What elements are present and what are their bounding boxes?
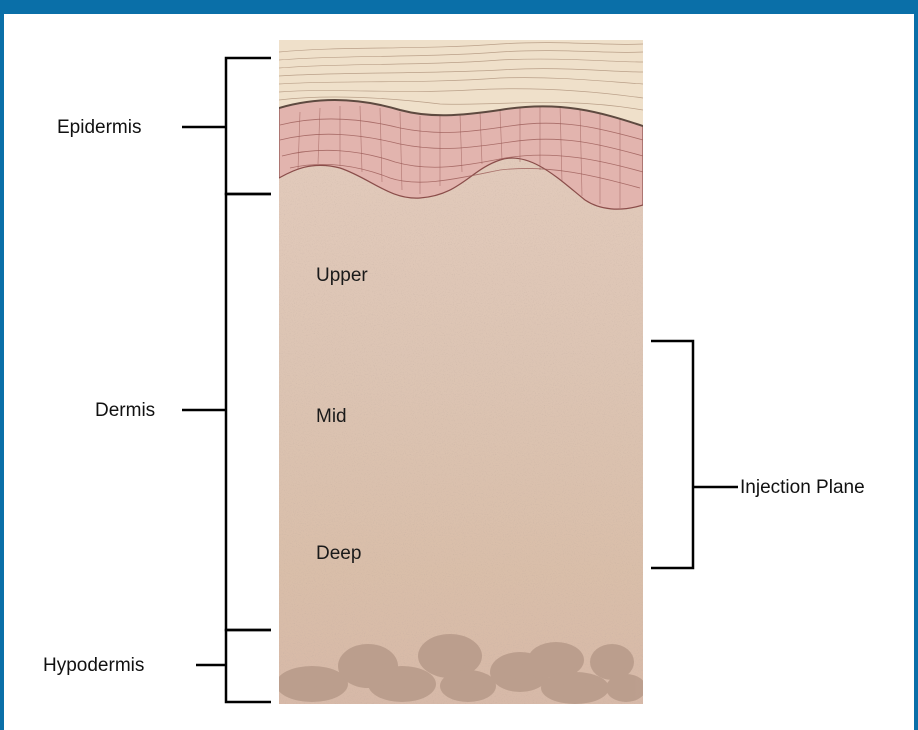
- hypodermis-label: Hypodermis: [43, 656, 144, 675]
- dermis-bracket: [182, 194, 271, 630]
- upper-dermis-label: Upper: [316, 266, 368, 285]
- epidermis-label: Epidermis: [57, 118, 141, 137]
- injection-plane-bracket: [651, 341, 738, 568]
- dermis-label: Dermis: [95, 401, 155, 420]
- hypodermis-bracket: [196, 630, 271, 702]
- mid-dermis-label: Mid: [316, 407, 347, 426]
- deep-dermis-label: Deep: [316, 544, 361, 563]
- injection-plane-label: Injection Plane: [740, 478, 865, 497]
- epidermis-bracket: [182, 58, 271, 194]
